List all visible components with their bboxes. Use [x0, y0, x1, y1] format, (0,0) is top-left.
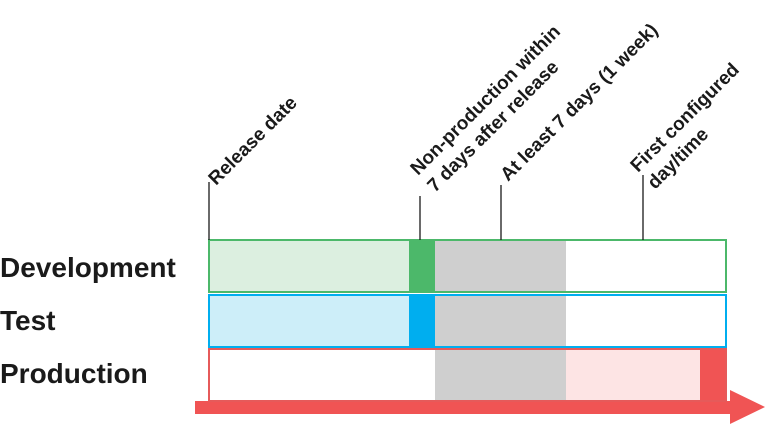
- test-row-frame: [208, 294, 727, 348]
- production-label: Production: [0, 358, 148, 389]
- row-development: Development: [0, 239, 727, 293]
- timeline-arrow: [195, 390, 765, 424]
- timeline-arrow-shaft: [195, 401, 735, 414]
- production-deploy-marker: [700, 349, 726, 401]
- row-production: Production: [0, 348, 727, 402]
- first-configured-label: First configured day/time: [627, 56, 765, 194]
- test-label: Test: [0, 305, 56, 336]
- test-deploy-marker: [409, 295, 435, 347]
- production-pending-window: [566, 349, 700, 401]
- production-pre-window: [209, 349, 435, 401]
- development-label: Development: [0, 252, 176, 283]
- release-date-label-line: Release date: [205, 93, 302, 190]
- row-test: Test: [0, 294, 727, 348]
- production-wait-period: [435, 349, 566, 401]
- test-pre-window: [209, 295, 409, 347]
- marker-lines: [208, 175, 644, 240]
- development-deploy-marker: [409, 240, 435, 292]
- release-date-label: Release date: [205, 93, 302, 190]
- non-production-label: Non-production within 7 days after relea…: [407, 18, 586, 197]
- timeline-arrow-head: [730, 390, 765, 424]
- development-row-frame: [208, 239, 727, 293]
- test-wait-period: [435, 295, 566, 347]
- production-row-frame: [208, 348, 727, 402]
- development-pre-window: [209, 240, 409, 292]
- development-wait-period: [435, 240, 566, 292]
